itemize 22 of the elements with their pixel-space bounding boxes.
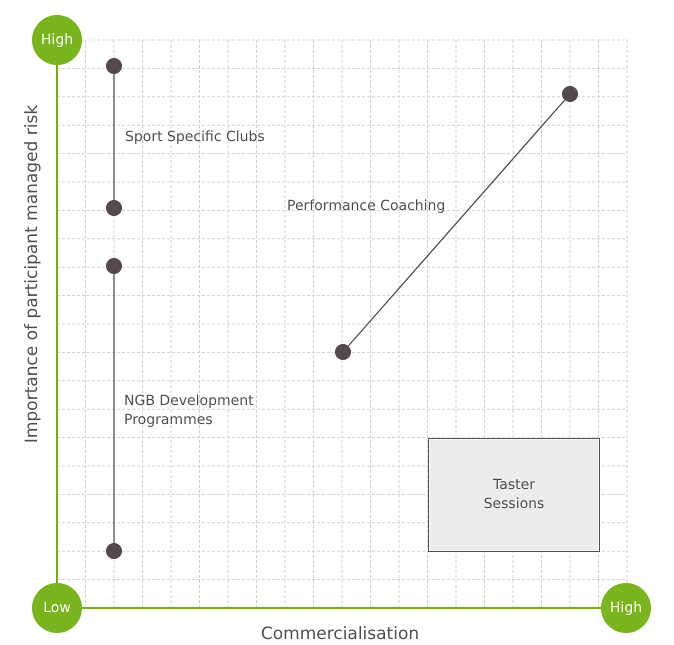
- data-point: [106, 543, 122, 559]
- axis-end-label: High: [40, 32, 74, 48]
- data-point: [106, 200, 122, 216]
- edge-label: Performance Coaching: [287, 197, 446, 216]
- region-label: Taster Sessions: [482, 476, 546, 514]
- data-point: [106, 58, 122, 74]
- data-point: [562, 86, 578, 102]
- axis-end-label: Low: [43, 600, 71, 616]
- edge-label: NGB Development Programmes: [124, 392, 255, 430]
- axis-end-circle: [32, 15, 82, 65]
- region-box: [428, 438, 600, 552]
- edge-label: Sport Specific Clubs: [125, 128, 266, 147]
- axis-end-label: High: [610, 600, 642, 616]
- axis-end-circle: [32, 583, 82, 633]
- axis-end-circle: [601, 583, 651, 633]
- y-axis-title: Importance of participant managed risk: [22, 104, 42, 444]
- connector-line: [113, 74, 115, 200]
- data-point: [106, 258, 122, 274]
- x-axis-title: Commercialisation: [260, 624, 420, 644]
- data-point: [335, 344, 351, 360]
- connector-line: [113, 274, 115, 543]
- connector-line: [348, 100, 566, 346]
